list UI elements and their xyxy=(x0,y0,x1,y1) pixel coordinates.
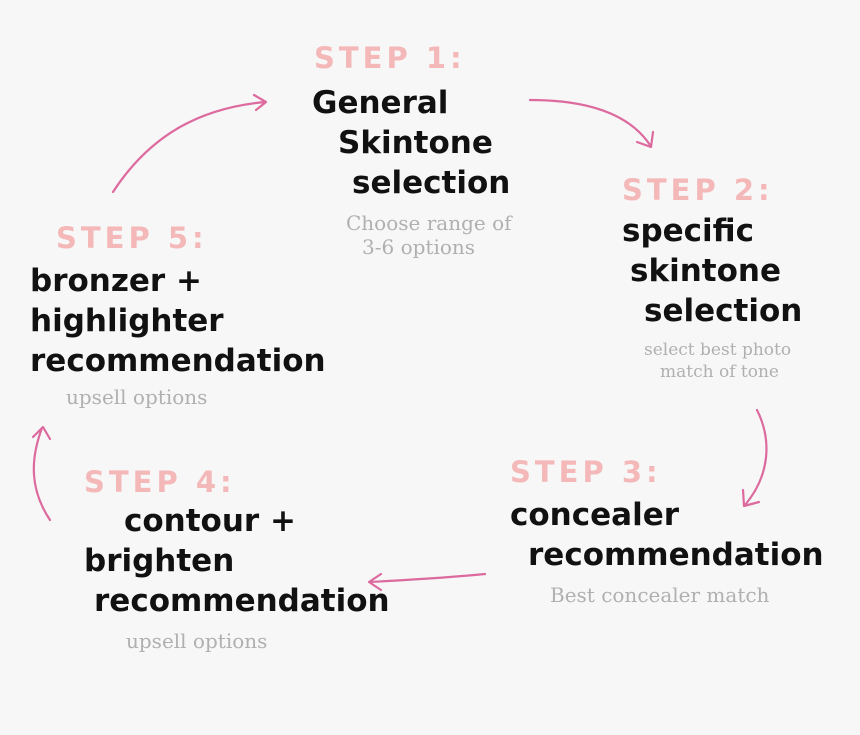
arrow-step1-to-step2 xyxy=(528,98,655,149)
step-1-title: General Skintone selection xyxy=(312,85,511,201)
step-2-label: STEP 2: xyxy=(622,173,774,207)
step-4-title: contour + brighten recommendation xyxy=(84,503,390,619)
step-4-node: STEP 4: contour + brighten recommendatio… xyxy=(84,465,390,654)
step-2-title: specific skintone selection xyxy=(622,213,803,329)
step-3-node: STEP 3: concealer recommendation Best co… xyxy=(510,455,824,608)
step-4-label: STEP 4: xyxy=(84,465,236,499)
arrow-step5-to-step1 xyxy=(111,93,268,194)
step-3-title: concealer recommendation xyxy=(510,497,824,573)
step-5-note: upsell options xyxy=(66,385,208,409)
arrow-step4-to-step5 xyxy=(31,425,52,522)
step-1-note: Choose range of 3-6 options xyxy=(346,211,512,259)
step-3-note: Best concealer match xyxy=(550,583,770,607)
step-2-node: STEP 2: specific skintone selection sele… xyxy=(622,176,802,383)
step-5-node: STEP 5: bronzer + highlighter recommenda… xyxy=(30,221,326,410)
step-1-label: STEP 1: xyxy=(314,41,466,75)
step-3-label: STEP 3: xyxy=(510,455,662,489)
step-1-node: STEP 1: General Skintone selection Choos… xyxy=(312,41,512,260)
step-2-note: select best photo match of tone xyxy=(644,340,792,382)
arrow-step2-to-step3 xyxy=(741,408,768,508)
step-5-label: STEP 5: xyxy=(56,221,208,255)
step-4-note: upsell options xyxy=(126,629,268,653)
arrow-step3-to-step4 xyxy=(367,572,487,592)
step-5-title: bronzer + highlighter recommendation xyxy=(30,263,326,379)
